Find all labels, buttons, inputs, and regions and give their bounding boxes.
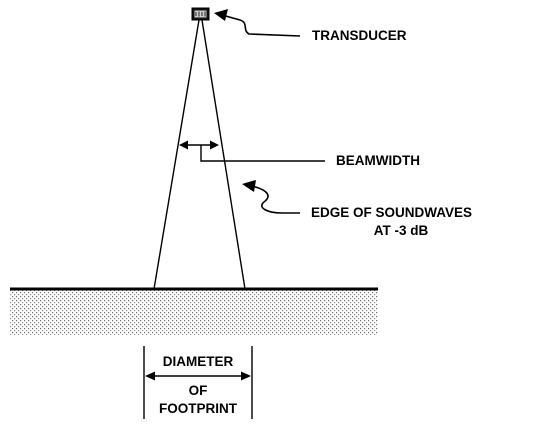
edge-label-line2: AT -3 dB <box>374 223 429 238</box>
diameter-label-line1: DIAMETER <box>163 354 234 369</box>
transducer-icon <box>191 7 210 21</box>
beamwidth-label: BEAMWIDTH <box>336 153 420 168</box>
beamwidth-arrow <box>179 140 219 150</box>
footprint-diameter-arrow <box>145 371 251 381</box>
transducer-label: TRANSDUCER <box>312 28 407 43</box>
diameter-label-line2: OF <box>189 383 208 398</box>
transducer-pointer <box>214 9 301 37</box>
edge-label-line1: EDGE OF SOUNDWAVES <box>311 205 472 220</box>
beamwidth-leader <box>200 145 325 162</box>
beam-edge-right <box>201 19 246 290</box>
beam-edge-left <box>153 19 200 290</box>
edge-pointer <box>242 180 300 214</box>
seabed <box>10 289 378 335</box>
diameter-label-line3: FOOTPRINT <box>159 401 238 416</box>
